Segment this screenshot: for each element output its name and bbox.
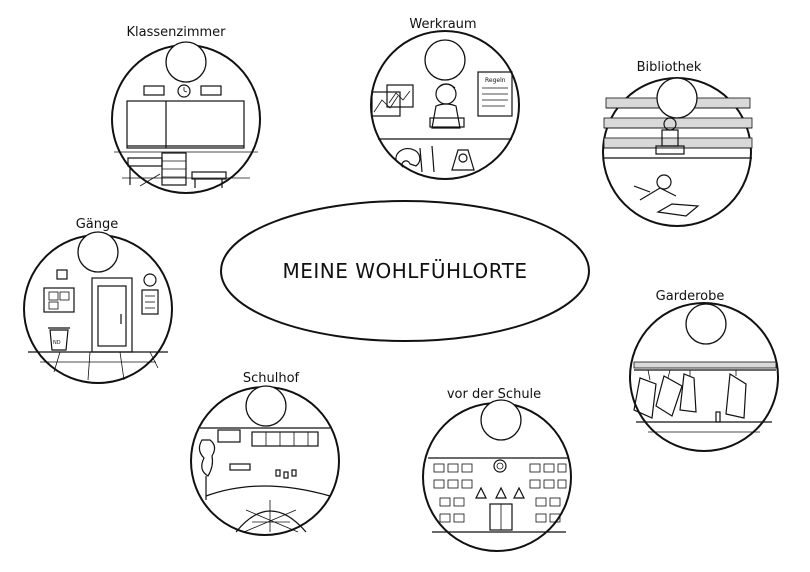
place-label-klassenzimmer: Klassenzimmer — [127, 25, 227, 40]
hallway-scene: ND — [28, 269, 168, 381]
place-label-bibliothek: Bibliothek — [637, 60, 702, 75]
workshop-scene: Regeln — [371, 71, 513, 173]
place-garderobe: Garderobe — [629, 289, 779, 452]
place-bibliothek: Bibliothek — [602, 60, 753, 227]
answer-circle-schulhof[interactable] — [245, 385, 287, 427]
answer-circle-bibliothek[interactable] — [656, 77, 698, 119]
schoolyard-scene — [198, 427, 331, 533]
place-schulhof: Schulhof — [190, 371, 340, 536]
cloakroom-scene — [633, 361, 777, 433]
answer-circle-vor-der-schule[interactable] — [480, 399, 522, 441]
place-vor-der-schule: vor der Schule — [422, 387, 572, 552]
place-werkraum: Werkraum Regeln — [370, 17, 520, 180]
place-label-schulhof: Schulhof — [243, 371, 300, 386]
place-label-garderobe: Garderobe — [656, 289, 725, 304]
school-building-scene — [428, 457, 568, 533]
place-gaenge: Gänge ND — [23, 217, 173, 384]
classroom-scene — [114, 84, 258, 188]
place-label-gaenge: Gänge — [76, 217, 119, 232]
answer-circle-garderobe[interactable] — [685, 303, 727, 345]
central-title-oval: MEINE WOHLFÜHLORTE — [220, 200, 590, 342]
main-title: MEINE WOHLFÜHLORTE — [282, 259, 527, 283]
place-klassenzimmer: Klassenzimmer — [111, 25, 261, 194]
answer-circle-gaenge[interactable] — [77, 231, 119, 273]
place-label-werkraum: Werkraum — [409, 17, 476, 32]
place-label-vor-der-schule: vor der Schule — [447, 387, 541, 402]
bin-sign-text: ND — [53, 340, 61, 346]
regeln-sign-text: Regeln — [485, 77, 506, 84]
answer-circle-klassenzimmer[interactable] — [165, 41, 207, 83]
answer-circle-werkraum[interactable] — [424, 39, 466, 81]
